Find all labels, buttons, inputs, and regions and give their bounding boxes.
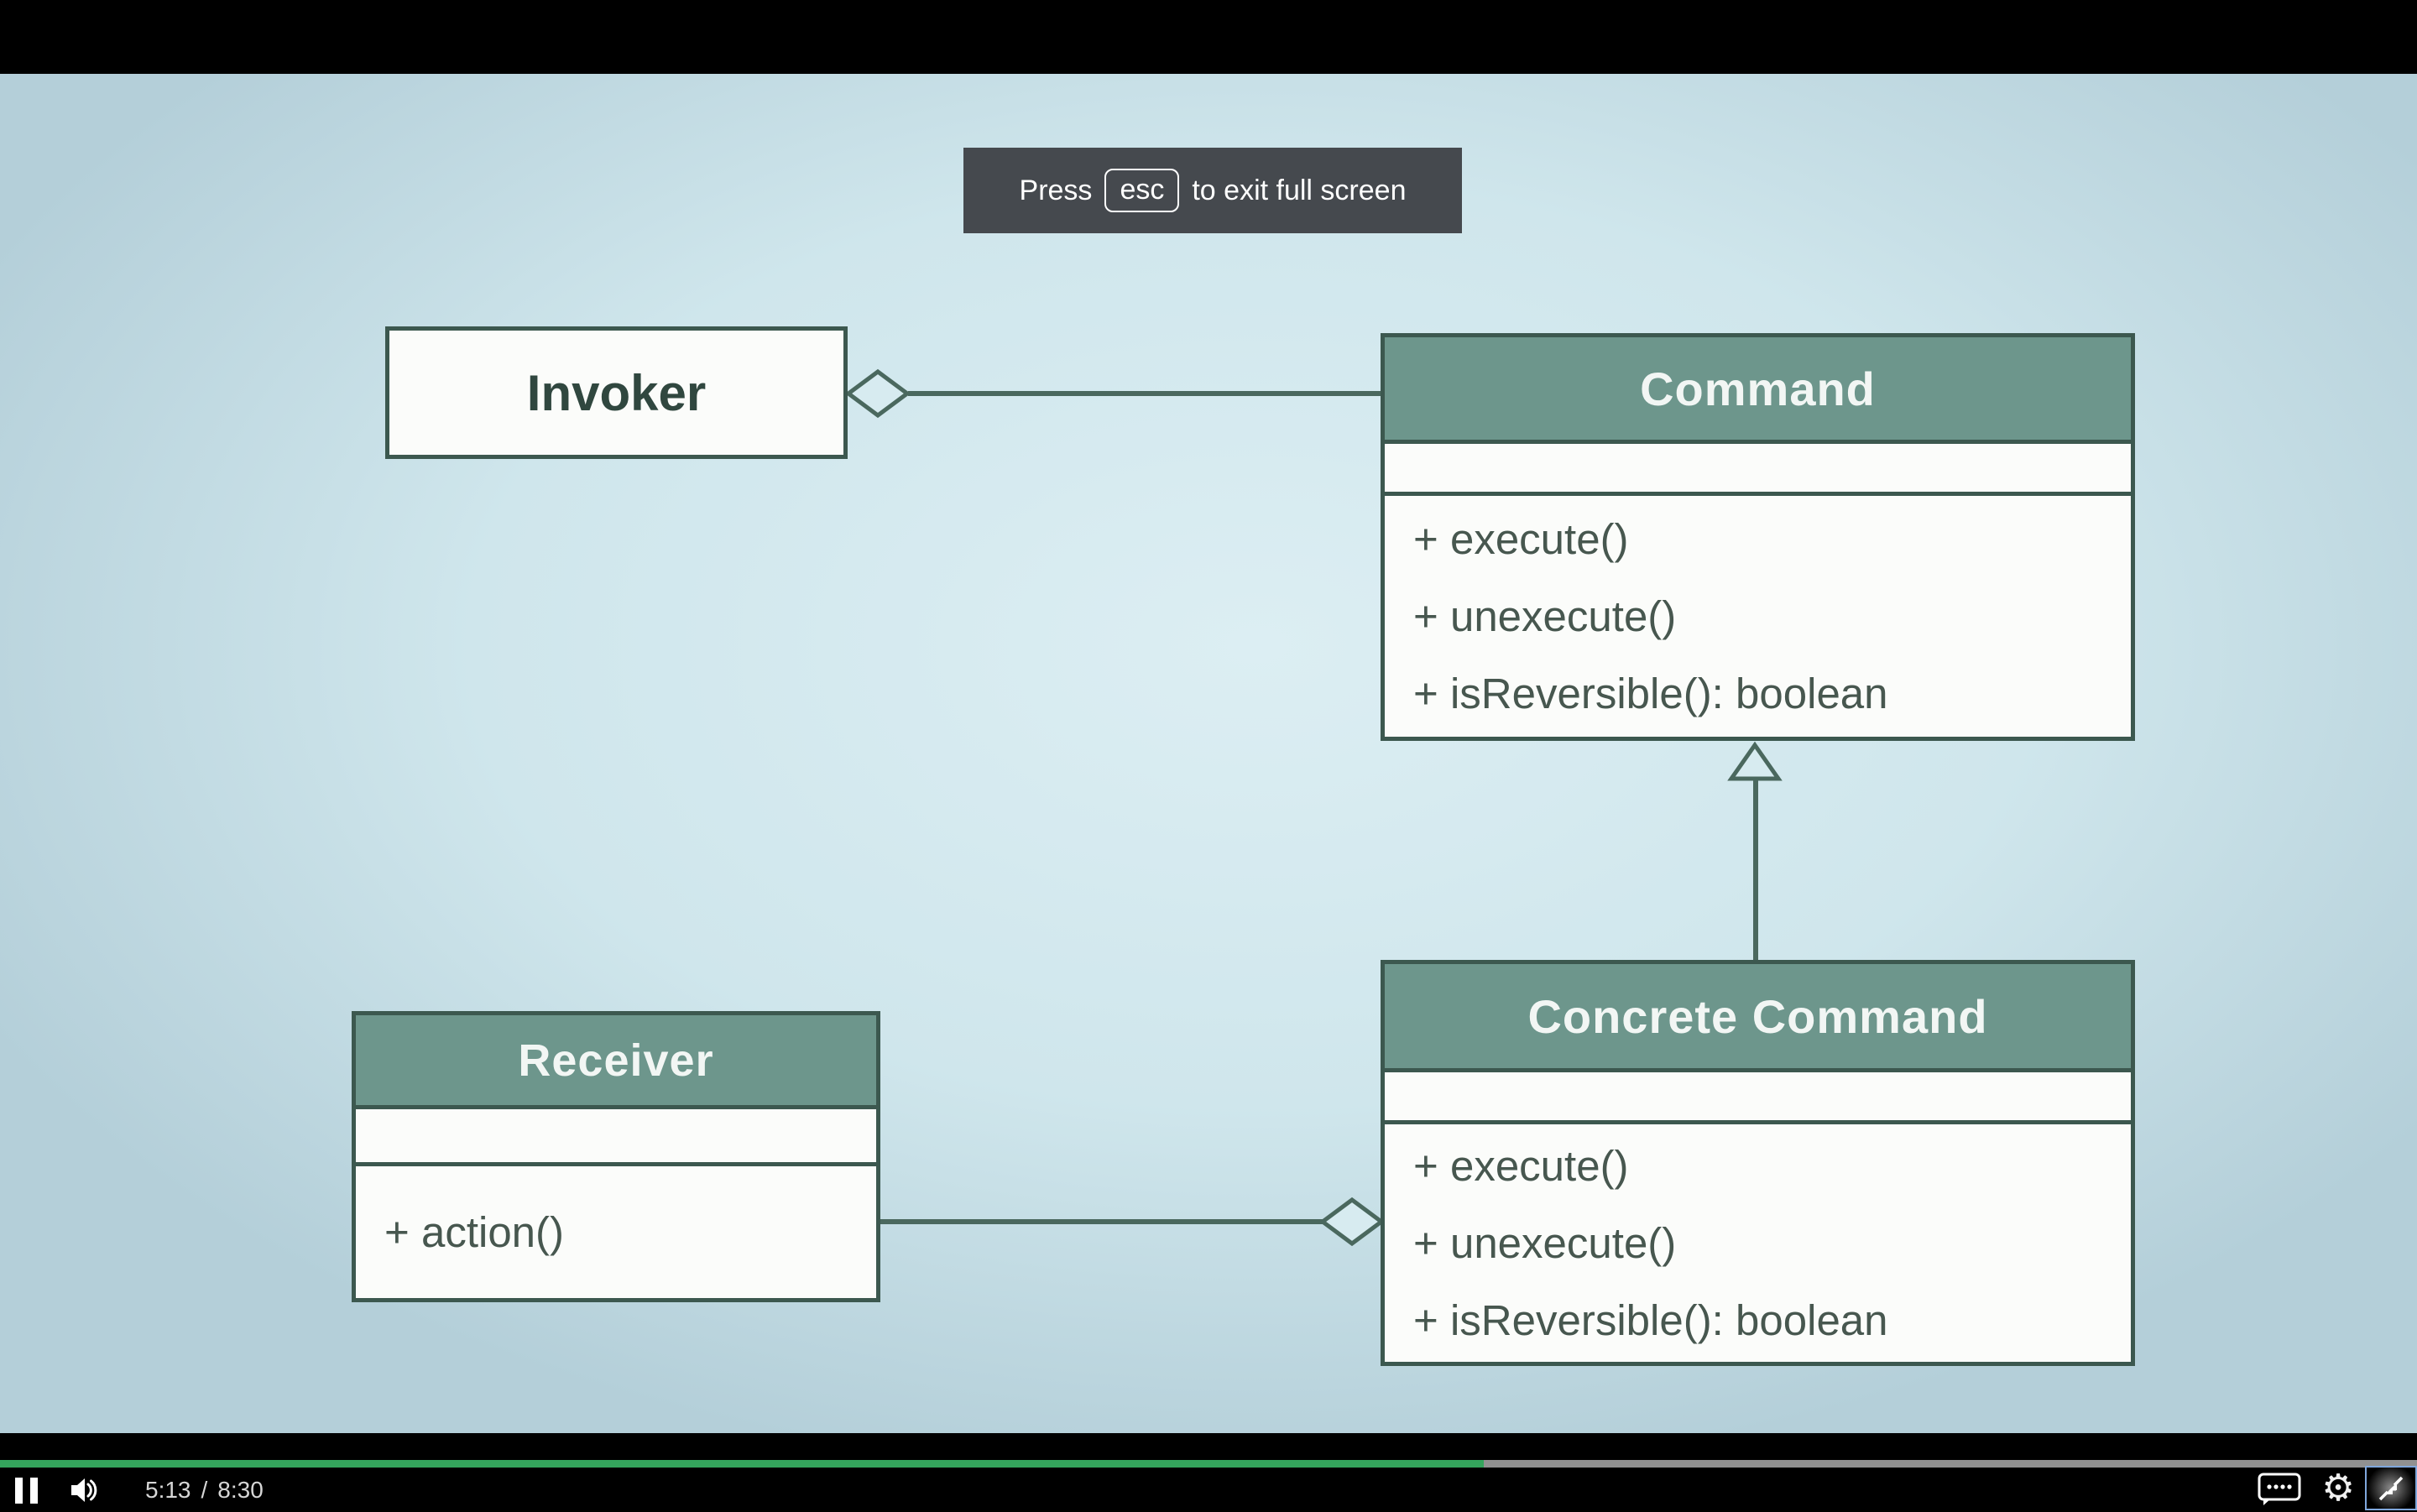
time-separator: / (201, 1477, 208, 1503)
class-methods: + execute() + unexecute() + isReversible… (1385, 1124, 2131, 1362)
association-line-invoker-command (908, 391, 1381, 396)
settings-button[interactable]: ⚙ (2311, 1466, 2365, 1510)
video-surface[interactable]: Press esc to exit full screen Invoker Co… (0, 74, 2417, 1433)
volume-icon (71, 1478, 97, 1502)
inheritance-triangle-icon (1727, 741, 1783, 781)
class-title: Receiver (356, 1015, 876, 1109)
player-controls-left: 5:13 / 8:30 (15, 1468, 264, 1512)
class-title: Concrete Command (1385, 964, 2131, 1072)
method-row: + isReversible(): boolean (1413, 1296, 1888, 1344)
association-line-receiver-concrete (880, 1219, 1323, 1224)
class-methods: + action() (356, 1166, 876, 1298)
aggregation-diamond-icon (844, 368, 911, 419)
duration: 8:30 (217, 1477, 264, 1503)
esc-key-badge: esc (1104, 169, 1180, 212)
method-row: + unexecute() (1413, 592, 1677, 640)
class-methods: + execute() + unexecute() + isReversible… (1385, 496, 2131, 737)
bottom-letterbox (0, 1433, 2417, 1510)
method-row: + isReversible(): boolean (1413, 669, 1888, 717)
current-time: 5:13 (145, 1477, 191, 1503)
exit-fullscreen-toast: Press esc to exit full screen (963, 148, 1462, 233)
seek-bar-played (0, 1460, 1485, 1468)
method-row: + action() (384, 1207, 565, 1256)
class-attributes-empty (356, 1109, 876, 1166)
uml-class-command: Command + execute() + unexecute() + isRe… (1381, 333, 2135, 741)
class-title: Invoker (526, 364, 707, 421)
time-display: 5:13 / 8:30 (145, 1477, 264, 1504)
method-row: + unexecute() (1413, 1218, 1677, 1267)
seek-bar[interactable] (0, 1460, 2417, 1468)
exit-fullscreen-button[interactable] (2365, 1466, 2417, 1510)
class-title: Command (1385, 337, 2131, 444)
toast-text-prefix: Press (1019, 174, 1093, 206)
exit-fullscreen-icon (2378, 1476, 2404, 1500)
aggregation-diamond-icon (1318, 1197, 1386, 1247)
uml-class-receiver: Receiver + action() (352, 1011, 880, 1302)
gear-icon: ⚙ (2321, 1466, 2355, 1509)
top-letterbox (0, 0, 2417, 74)
class-attributes-empty (1385, 1072, 2131, 1124)
captions-icon (2258, 1473, 2301, 1505)
method-row: + execute() (1413, 514, 1629, 563)
uml-class-invoker: Invoker (385, 326, 848, 459)
method-row: + execute() (1413, 1141, 1629, 1190)
player-controls-right: ⚙ (2247, 1466, 2417, 1510)
class-attributes-empty (1385, 444, 2131, 496)
inheritance-line-concrete-command (1753, 777, 1758, 962)
volume-button[interactable] (66, 1473, 102, 1508)
pause-button[interactable] (15, 1477, 38, 1504)
pause-icon (15, 1477, 23, 1504)
captions-button[interactable] (2247, 1466, 2311, 1510)
uml-class-concrete-command: Concrete Command + execute() + unexecute… (1381, 960, 2135, 1366)
toast-text-suffix: to exit full screen (1192, 174, 1407, 206)
